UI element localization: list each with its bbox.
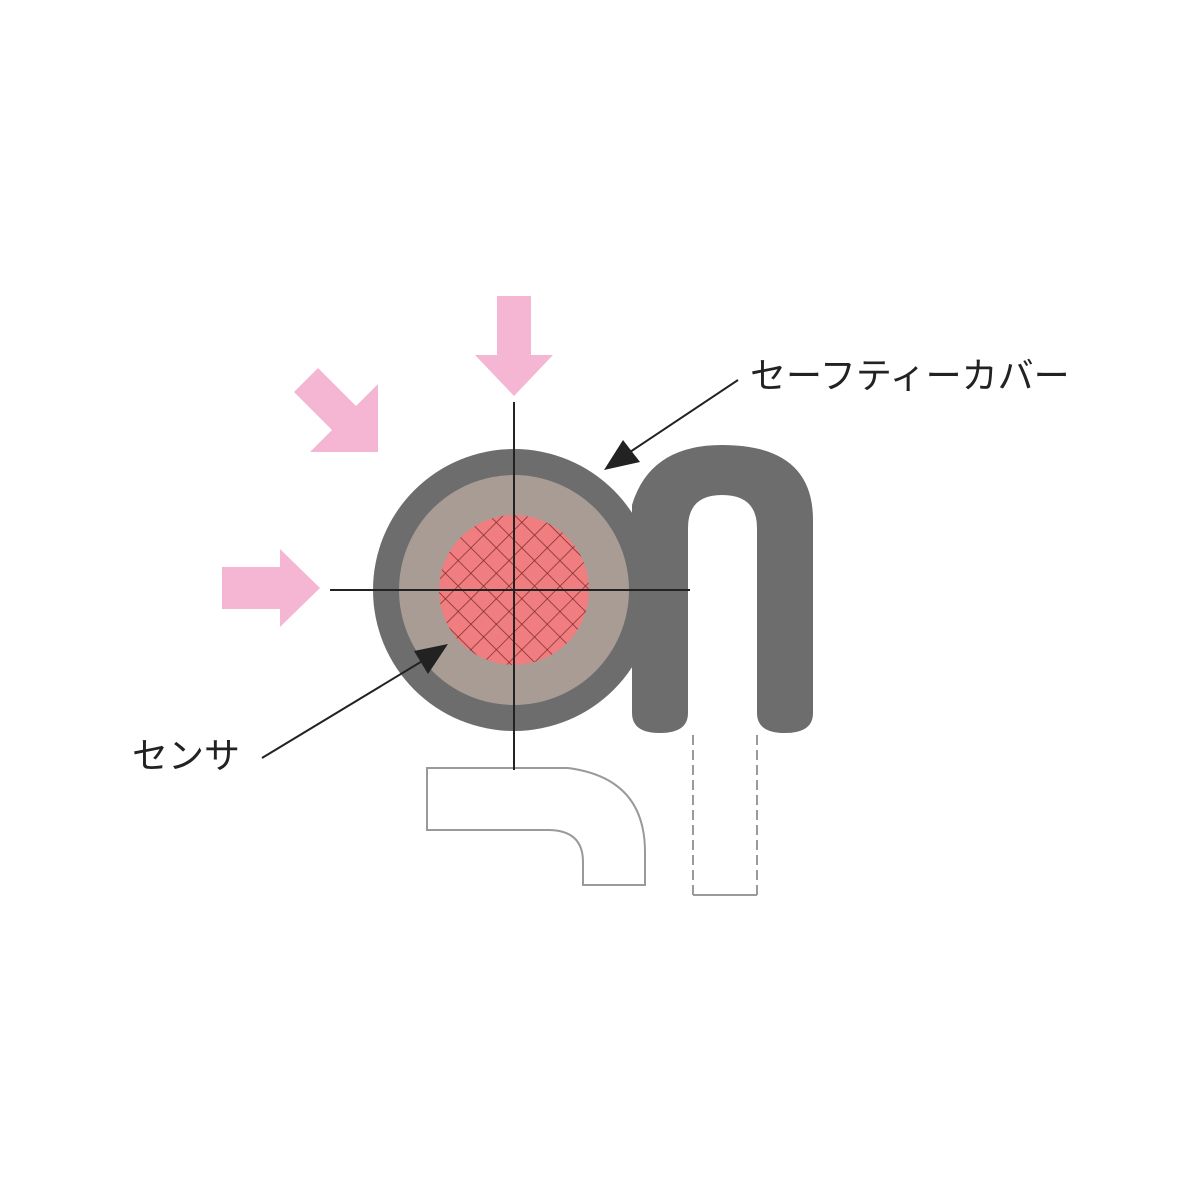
safety-cover-leader	[604, 379, 739, 470]
safety-cover-label: セーフティーカバー	[750, 356, 1070, 397]
safety-cover-leader-line	[629, 379, 739, 453]
frame-hook-outline	[426, 767, 646, 886]
force-arrows	[222, 296, 553, 627]
sensor-leader-line	[261, 659, 425, 759]
sensor-leader	[261, 644, 448, 759]
safety-cover-clip	[632, 445, 813, 733]
triangle-arrowhead-icon	[414, 644, 448, 674]
sensor-label: センサ	[132, 736, 240, 777]
triangle-arrowhead-icon	[604, 440, 640, 470]
pink-arrow-diagonal-icon	[294, 368, 378, 452]
pink-arrow-down-icon	[475, 296, 553, 396]
pink-arrow-right-icon	[222, 549, 320, 627]
